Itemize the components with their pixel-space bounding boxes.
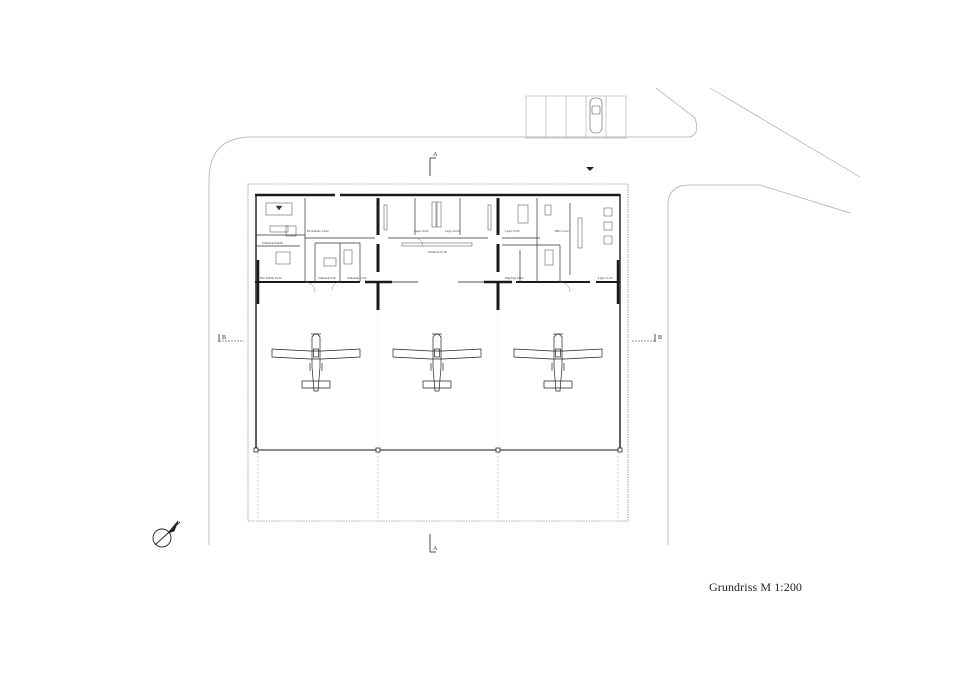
section-label-a-top: A (433, 152, 438, 158)
room-label: Lager 11 m² (598, 276, 613, 280)
apron-dashed-lines (257, 452, 619, 520)
room-label: Umkleide 8 m² (318, 276, 336, 280)
room-label: Büro 31 m² (555, 229, 569, 233)
parking-area (525, 95, 627, 139)
room-label: Umkleide/Sanitär (262, 241, 283, 245)
north-arrow-icon (152, 520, 181, 548)
walls (255, 193, 621, 451)
room-label: Empfang 16 m² (505, 276, 524, 280)
room-label: Pilotenbüro 14 m² (307, 229, 329, 233)
room-label: Flur Sanitär 19 m² (260, 276, 282, 280)
room-label: Lager 16 m² (445, 229, 460, 233)
section-markers (218, 157, 656, 553)
partitions (256, 198, 571, 282)
room-labels: Pilotenbüro 14 m² Lager 16 m² Lager 16 m… (260, 229, 613, 280)
room-label: Umkleide 15 m² (347, 276, 367, 280)
room-label: Lager 16 m² (414, 229, 429, 233)
hangar-bay-dividers (377, 310, 499, 448)
section-label-b-right: B (658, 335, 662, 341)
room-label: Werkstatt 61 m² (428, 250, 447, 254)
airplane-icon (392, 333, 482, 392)
furniture (265, 201, 613, 267)
room-label: Lager 15 m² (505, 229, 520, 233)
site-road-lines (208, 87, 861, 545)
entrance-arrow-icon (586, 167, 594, 171)
section-label-b-left: B (222, 335, 226, 341)
door-swings (304, 237, 571, 293)
drawing-title: Grundriss M 1:200 (709, 580, 803, 594)
airplane-icon (271, 333, 361, 392)
building-outline (247, 183, 629, 522)
section-label-a-bottom: A (433, 546, 438, 552)
parked-car (589, 97, 603, 134)
airplanes (271, 333, 603, 392)
airplane-icon (513, 333, 603, 392)
